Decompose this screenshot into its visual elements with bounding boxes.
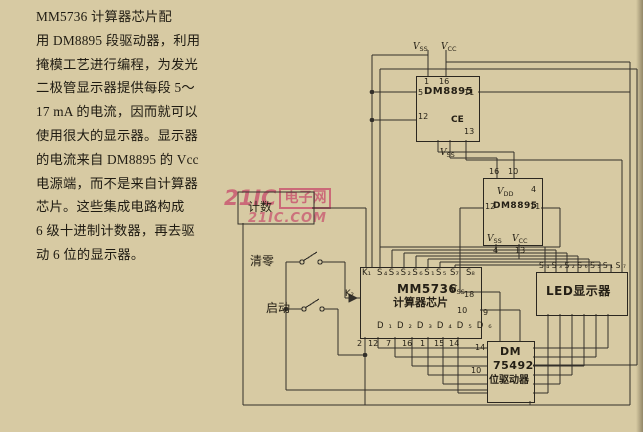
ic-box-seg-driver-top [416, 76, 480, 142]
pin-label: 16 [489, 167, 500, 176]
description-line: 电源端，而不是来自计算器 [36, 175, 198, 191]
pin-label: 12 [418, 112, 429, 121]
led-display-name: LED显示器 [546, 284, 611, 298]
ic-name: DM8895 [424, 86, 474, 97]
vcc-label: VCC [512, 234, 528, 245]
description-line: 二极管显示器提供每段 5～ [36, 80, 195, 96]
ic-name: DM [500, 345, 522, 358]
digit-output-labels: D₁D₂D₃D₄D₅D₆ [377, 321, 497, 331]
ic-box-digit-driver [487, 341, 535, 403]
vss-supply-label: VSS [413, 42, 428, 53]
pin-label: 16 [402, 339, 413, 348]
pin-label: 4 [531, 185, 537, 194]
pin-label: 13 [515, 246, 526, 255]
vcc-supply-label: VCC [441, 42, 457, 53]
watermark-suffix: 电子网 [279, 187, 332, 209]
ic-name: DM8895 [493, 201, 538, 211]
description-line: 动 6 位的显示器。 [36, 246, 145, 262]
ic-box-calculator [360, 267, 482, 339]
pin-label: 1 [424, 77, 430, 86]
scan-edge-shadow [636, 0, 643, 432]
pin-label: 10 [457, 306, 468, 315]
pin-label: 15 [434, 339, 445, 348]
description-line: 的电流来自 DM8895 的 Vcc [36, 151, 199, 167]
ic-subtitle: 计算器芯片 [393, 297, 448, 309]
vdd-label: VDD [497, 187, 514, 198]
vss-label: VSS [450, 285, 465, 296]
pin-label: 18 [464, 290, 475, 299]
pin-label: 16 [439, 77, 450, 86]
pin-label: 14 [449, 339, 460, 348]
description-paragraph: MM5736 计算器芯片配 用 DM8895 段驱动器，利用 掩模工艺进行编程，… [36, 5, 238, 267]
segment-output-label: S₈ [466, 268, 475, 278]
segment-output-label: S₇ [450, 268, 459, 278]
description-line: MM5736 计算器芯片配 [36, 9, 172, 24]
description-line: 掩模工艺进行编程，为发光 [36, 56, 198, 72]
pin-label: 1 [420, 339, 426, 348]
vss-label: VSS [487, 234, 502, 245]
description-line: 用 DM8895 段驱动器，利用 [36, 32, 201, 48]
ic-box-seg-driver-mid [483, 178, 543, 246]
pin-label: 10 [471, 366, 482, 375]
k1-input-label: K₁ [362, 268, 371, 278]
count-button-label: 计数 [248, 200, 273, 214]
pin-label: 7 [386, 339, 392, 348]
vss-label: VSS [440, 148, 455, 159]
watermark-brand: 21IC [224, 186, 277, 210]
led-display-box [536, 272, 628, 316]
led-segment-labels: S₄S₃S₂S₆S₅S₁S₇ [539, 261, 629, 270]
pin-label: 11 [464, 88, 475, 97]
start-switch-label: 启动 [266, 301, 291, 315]
description-line: 17 mA 的电流，因而就可以 [36, 104, 198, 120]
pin-label: 2 [357, 339, 363, 348]
segment-output-labels: S₄S₃S₂S₆S₁S₅ [377, 268, 448, 278]
watermark-domain: 21IC.COM [248, 211, 327, 226]
pin-label: 5 [418, 88, 424, 97]
clear-switch-label: 清零 [250, 254, 275, 268]
k2-input-label: K₂ [345, 289, 354, 299]
pin-label: 4 [493, 246, 499, 255]
chip-enable-label: CE [451, 115, 464, 125]
pin-label: 10 [508, 167, 519, 176]
ic-name: MM5736 [397, 282, 458, 296]
pin-label: 9 [483, 308, 489, 317]
pin-label: 11 [530, 202, 541, 211]
pin-label: 14 [475, 343, 486, 352]
description-line: 芯片。这些集成电路构成 [36, 199, 185, 215]
ic-function-label: 位驱动器 [489, 375, 529, 386]
watermark: 21IC 电子网 21IC.COM [224, 186, 332, 226]
pin-label: 13 [464, 127, 475, 136]
description-line: 6 级十进制计数器，再去驱 [36, 223, 195, 239]
description-line: 使用很大的显示器。显示器 [36, 127, 198, 143]
pin-label: 12 [485, 202, 496, 211]
ic-part-number: 75492 [493, 359, 534, 372]
pin-label: 12 [368, 339, 379, 348]
